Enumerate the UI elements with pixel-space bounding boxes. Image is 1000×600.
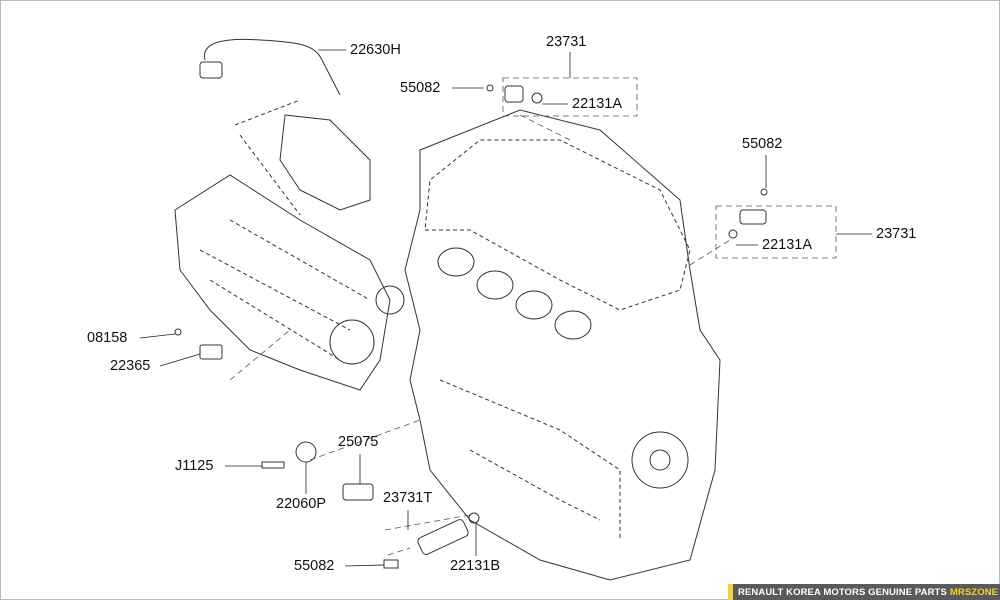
cylinder-head: [424, 139, 691, 311]
part-label-22131B[interactable]: 22131B: [450, 558, 500, 574]
part-label-23731-right[interactable]: 23731: [876, 226, 917, 242]
footer-text: RENAULT KOREA MOTORS GENUINE PARTS: [738, 586, 947, 598]
oil-control-valve: [417, 519, 469, 555]
cam-sensor-right: [739, 209, 767, 225]
footer-accent-bar: [728, 584, 733, 600]
watermark-footer: RENAULT KOREA MOTORS GENUINE PARTS MRSZO…: [728, 584, 1000, 600]
crank-pulley: [631, 431, 689, 489]
leader-lines: [139, 49, 872, 567]
part-label-23731-top[interactable]: 23731: [546, 34, 587, 50]
part-label-55082-right[interactable]: 55082: [742, 136, 783, 152]
part-label-J1125[interactable]: J1125: [175, 458, 214, 474]
cam-sensor-top: [504, 85, 524, 103]
oxygen-sensor-wire: [204, 38, 341, 96]
part-label-22630H[interactable]: 22630H: [350, 42, 401, 58]
part-label-25075[interactable]: 25075: [338, 434, 379, 450]
part-label-22131A-top[interactable]: 22131A: [572, 96, 622, 112]
part-label-23731T[interactable]: 23731T: [383, 490, 433, 506]
part-label-55082-top[interactable]: 55082: [400, 80, 441, 96]
kit-box-23731-top: [502, 77, 638, 117]
part-label-22365[interactable]: 22365: [110, 358, 151, 374]
part-label-22131A-right[interactable]: 22131A: [762, 237, 812, 253]
kit-box-23731-right: [715, 205, 837, 259]
footer-brand: MRSZONE: [949, 586, 999, 598]
part-label-55082-bottom[interactable]: 55082: [294, 558, 335, 574]
intake-manifold: [174, 174, 391, 391]
part-label-22060P[interactable]: 22060P: [276, 496, 326, 512]
air-duct: [279, 114, 371, 211]
engine-block-outline: [404, 109, 721, 581]
part-label-08158[interactable]: 08158: [87, 330, 128, 346]
